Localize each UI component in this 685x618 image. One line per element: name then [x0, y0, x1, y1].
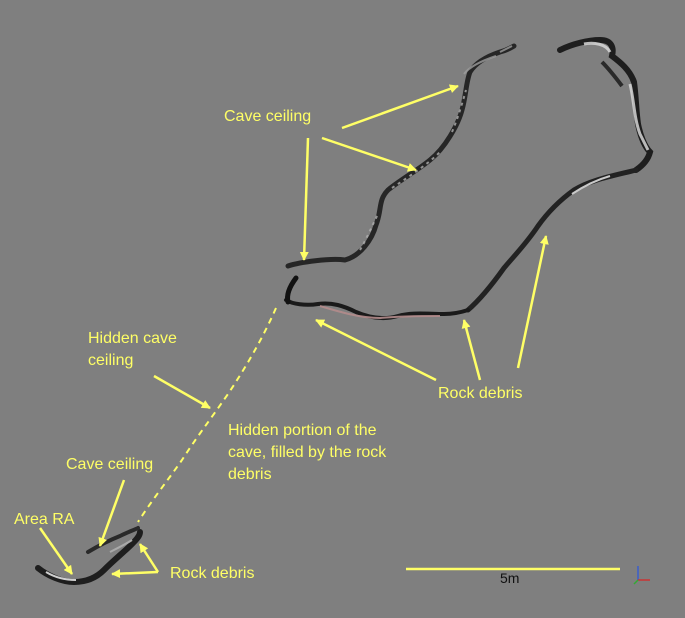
label-hidden-portion-line3: debris [228, 466, 272, 483]
label-hidden-portion-line1: Hidden portion of the [228, 422, 377, 439]
scale-bar-label: 5m [500, 570, 520, 586]
upper-cave-ceiling-profile [285, 43, 517, 269]
arrow-rock-debris-upper-a [315, 318, 437, 382]
lower-cave-profile [35, 529, 143, 586]
label-hidden-portion: Hidden portion of the cave, filled by th… [228, 420, 386, 486]
hidden-cave-ceiling-dashed-line [137, 307, 277, 523]
label-cave-ceiling-lower: Cave ceiling [66, 456, 154, 473]
arrow-cave-ceiling-lower [98, 479, 126, 547]
arrow-area-ra [38, 527, 74, 575]
label-hidden-cave-ceiling: Hidden cave ceiling [88, 328, 177, 372]
arrow-cave-ceiling-upper-c [299, 137, 310, 261]
label-hidden-portion-line2: cave, filled by the rock [228, 444, 387, 461]
arrow-rock-debris-upper-c [516, 235, 549, 369]
upper-cave-floor-profile [284, 298, 470, 321]
upper-cave-point-cloud [284, 36, 654, 321]
arrow-rock-debris-lower-a [111, 569, 159, 579]
label-hidden-cave-ceiling-line2: ceiling [88, 352, 134, 369]
arrow-hidden-cave-ceiling [153, 374, 211, 410]
arrow-rock-debris-lower-b [138, 543, 160, 573]
annotation-arrows [38, 84, 549, 579]
label-cave-ceiling-upper: Cave ceiling [224, 108, 312, 125]
upper-cave-right-wall [465, 167, 639, 313]
lower-cave-point-cloud [35, 526, 143, 586]
arrow-cave-ceiling-upper-a [341, 84, 459, 130]
upper-cave-top-chamber [557, 36, 654, 173]
arrow-rock-debris-upper-b [461, 319, 482, 381]
label-rock-debris-upper: Rock debris [438, 385, 523, 402]
xyz-axis-icon [633, 566, 650, 585]
label-hidden-cave-ceiling-line1: Hidden cave [88, 330, 177, 347]
label-area-ra: Area RA [14, 511, 75, 528]
arrow-cave-ceiling-upper-b [321, 136, 417, 172]
label-rock-debris-lower: Rock debris [170, 565, 255, 582]
